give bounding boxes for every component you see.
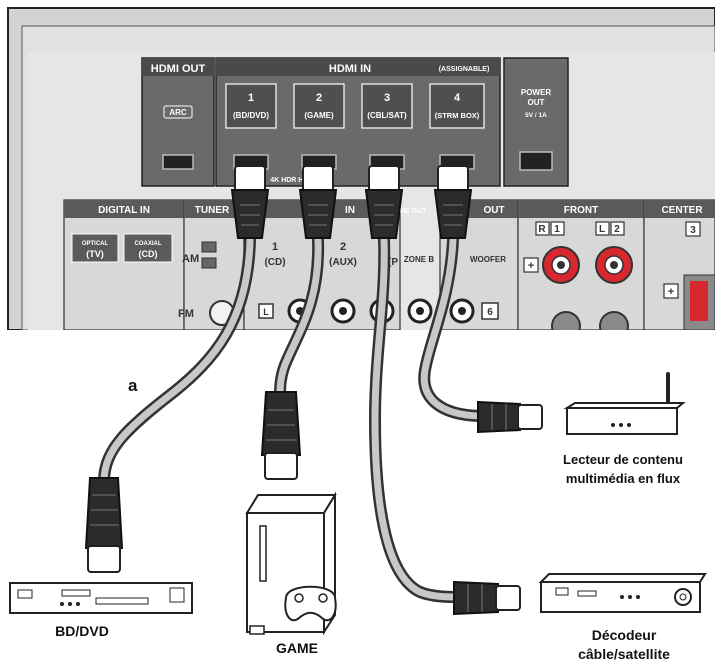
port-label: (CBL/SAT) xyxy=(367,111,407,120)
hdmi-in-port-4: 4 (STRM BOX) xyxy=(429,83,485,170)
hdmi-plugs-receiver xyxy=(230,165,473,239)
decoder-label-line2: câble/satellite xyxy=(578,646,670,662)
bd-dvd-player: BD/DVD xyxy=(9,582,193,639)
decoder-label-line1: Décodeur xyxy=(592,627,657,643)
hdmi-in-port-3: 3 (CBL/SAT) xyxy=(361,83,413,170)
streaming-box: Lecteur de contenu multimédia en flux xyxy=(563,372,686,486)
port-label: (STRM BOX) xyxy=(435,111,480,120)
hdmi-out-port xyxy=(162,154,194,170)
optical-label: OPTICAL xyxy=(82,241,109,247)
audio-in-1-num: 1 xyxy=(272,241,278,253)
front-l-num: 2 xyxy=(614,224,620,235)
subwoofer-num: 6 xyxy=(487,307,493,318)
audio-l-label: L xyxy=(263,307,269,317)
digital-in-title: DIGITAL IN xyxy=(98,205,150,216)
plus-sign: + xyxy=(528,260,534,272)
arc-label: ARC xyxy=(169,108,187,117)
subwoofer-label: WOOFER xyxy=(470,255,506,264)
streaming-label-line1: Lecteur de contenu xyxy=(563,452,683,467)
game-console: GAME xyxy=(245,491,337,656)
port-number: 3 xyxy=(384,92,390,104)
pre-out-title: OUT xyxy=(483,205,504,216)
hdmi-out-section: HDMI OUT ARC xyxy=(141,57,215,187)
port-number: 1 xyxy=(248,92,254,104)
front-r-label: R xyxy=(538,224,546,235)
hdmi-plug-game xyxy=(260,391,302,480)
audio-in-2-num: 2 xyxy=(340,241,346,253)
front-l-label: L xyxy=(599,224,605,235)
hdmi-out-title: HDMI OUT xyxy=(151,63,206,75)
port-label: (GAME) xyxy=(304,111,334,120)
center-num: 3 xyxy=(690,225,696,236)
hdmi-plug xyxy=(433,165,473,239)
bd-dvd-label: BD/DVD xyxy=(55,623,109,639)
front-r-num: 1 xyxy=(554,224,560,235)
hdmi-cables xyxy=(98,234,486,603)
assignable-label: (ASSIGNABLE) xyxy=(439,66,490,73)
zone-b-label: ZONE B xyxy=(404,255,434,264)
hdmi-in-section: HDMI IN (ASSIGNABLE) 1 (BD/DVD) 2 (GAME)… xyxy=(215,57,501,187)
power-out-line2: OUT xyxy=(528,98,545,107)
audio-in-3-label: (P xyxy=(388,257,398,268)
plus-sign: + xyxy=(668,286,674,298)
cable-satellite-decoder: Décodeur câble/satellite xyxy=(538,573,707,662)
hdmi-plug-streaming xyxy=(477,400,543,434)
usb-port xyxy=(519,151,553,171)
audio-in-title: IN xyxy=(345,205,355,216)
tuner-title: TUNER xyxy=(195,205,230,216)
am-label: AM xyxy=(182,253,199,265)
hdmi-in-port-1: 1 (BD/DVD) xyxy=(225,83,277,170)
front-title: FRONT xyxy=(564,205,598,216)
game-label: GAME xyxy=(276,640,318,656)
power-out-line1: POWER xyxy=(521,88,551,97)
hdmi-in-port-2: 2 (GAME) xyxy=(293,83,345,170)
port-number: 4 xyxy=(454,92,461,104)
coaxial-sub: (CD) xyxy=(139,249,158,259)
power-out-section: POWER OUT 5V / 1A xyxy=(503,57,569,187)
line-out-title: LINE OUT xyxy=(394,208,427,215)
port-number: 2 xyxy=(316,92,322,104)
center-title: CENTER xyxy=(661,205,703,216)
fm-label: FM xyxy=(178,308,194,320)
audio-in-1-label: (CD) xyxy=(264,257,285,268)
hdmi-in-title: HDMI IN xyxy=(329,63,371,75)
hdmi-plug xyxy=(364,165,404,239)
hdmi-plug-decoder xyxy=(453,580,521,616)
streaming-label-line2: multimédia en flux xyxy=(566,471,681,486)
hdmi-spec-label: 4K HDR HDCP 2.2 xyxy=(270,177,329,184)
coaxial-label: COAXIAL xyxy=(135,241,162,247)
lower-connector-row: DIGITAL IN OPTICAL (TV) COAXIAL (CD) TUN… xyxy=(63,199,715,330)
game-controller-icon xyxy=(284,585,337,622)
receiver-back-panel: HDMI OUT ARC HDMI IN (ASSIGNABLE) 1 (BD/… xyxy=(7,7,715,330)
callout-a: a xyxy=(128,376,138,395)
power-out-rating: 5V / 1A xyxy=(525,112,547,119)
hdmi-plug xyxy=(298,165,338,239)
optical-sub: (TV) xyxy=(86,249,104,259)
audio-in-2-label: (AUX) xyxy=(329,257,357,268)
port-label: (BD/DVD) xyxy=(233,111,269,120)
hdmi-plug xyxy=(230,165,270,239)
hdmi-plug-bd-dvd xyxy=(84,477,124,573)
